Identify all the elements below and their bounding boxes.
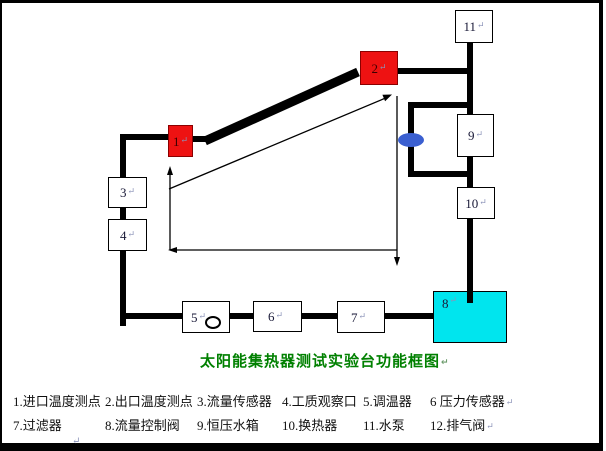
- return-mark: ↵: [449, 295, 458, 305]
- pressure-sensor-box-6: 6↵: [253, 301, 302, 332]
- return-mark: ↵: [378, 61, 387, 72]
- annotation-arrowhead-left: [168, 247, 177, 253]
- annotation-arrowhead-upright: [382, 94, 392, 102]
- return-mark: ↵: [476, 20, 485, 30]
- constant-pressure-tank-box-9: 9↵: [457, 114, 494, 157]
- legend-item-9: 9.恒压水箱: [197, 418, 259, 433]
- legend-item-8: 8.流量控制阀: [105, 418, 180, 433]
- thermostat-box-5: 5↵: [182, 301, 230, 333]
- box-8-number: 8: [442, 296, 449, 311]
- box-1-number: 1: [172, 133, 180, 149]
- heat-exchanger-box-10: 10↵: [457, 187, 495, 219]
- legend-item-3: 3.流量传感器: [197, 394, 272, 409]
- return-mark: ↵: [275, 310, 284, 320]
- box-7-number: 7: [351, 309, 358, 325]
- box-9-number: 9: [467, 128, 475, 143]
- legend-item-7: 7.过滤器: [13, 418, 62, 433]
- legend-item-12-text: 12.排气阀: [430, 418, 486, 433]
- return-mark: ↵: [198, 310, 207, 321]
- observation-port-box-4: 4↵: [108, 219, 147, 251]
- flow-sensor-box-3: 3↵: [108, 177, 147, 208]
- return-mark: ↵: [505, 397, 514, 407]
- outlet-temp-point-box-2: 2↵: [360, 51, 398, 85]
- annotation-diagonal-line: [168, 96, 389, 190]
- legend-item-6-text: 6 压力传感器: [430, 394, 505, 409]
- legend-item-2: 2.出口温度测点: [105, 394, 193, 409]
- legend-row-2: 7.过滤器 8.流量控制阀 9.恒压水箱 10.换热器 11.水泵 12.排气阀…: [0, 415, 606, 434]
- box-6-number: 6: [268, 309, 275, 324]
- box-5-number: 5: [191, 309, 198, 325]
- legend-item-10: 10.换热器: [282, 418, 338, 433]
- return-mark: ↵: [127, 186, 136, 196]
- legend-item-12: 12.排气阀↵: [430, 415, 494, 434]
- legend-item-11: 11.水泵: [363, 418, 405, 433]
- return-mark: ↵: [479, 196, 487, 207]
- inlet-temp-point-box-1: 1↵: [168, 125, 193, 157]
- exhaust-valve-ellipse: [398, 133, 424, 147]
- stray-return-mark: ↵: [72, 436, 81, 447]
- legend-item-1: 1.进口温度测点: [13, 394, 101, 409]
- sight-glass-circle: [205, 316, 221, 329]
- box-3-number: 3: [119, 185, 127, 200]
- box-4-number: 4: [119, 227, 127, 243]
- box-10-number: 10: [465, 195, 479, 211]
- legend-item-6: 6 压力传感器↵: [430, 391, 513, 410]
- legend-row-1: 1.进口温度测点 2.出口温度测点 3.流量传感器 4.工质观察口 5.调温器 …: [0, 391, 606, 410]
- return-mark: ↵: [127, 228, 136, 239]
- box-2-number: 2: [371, 60, 378, 76]
- return-mark: ↵: [180, 134, 189, 145]
- filter-box-7: 7↵: [337, 301, 385, 333]
- water-pump-box-11: 11↵: [455, 10, 493, 43]
- return-mark: ↵: [486, 421, 494, 431]
- return-mark: ↵: [475, 129, 484, 139]
- pipe-into-tank-overlap: [467, 291, 473, 303]
- return-mark: ↵: [441, 357, 450, 367]
- box-11-number: 11: [463, 19, 476, 34]
- diagram-title-text: 太阳能集热器测试实验台功能框图: [200, 353, 441, 370]
- legend-item-4: 4.工质观察口: [282, 394, 357, 409]
- annotation-arrowhead-down: [394, 257, 400, 266]
- solar-collector-pipe-diagonal: [203, 67, 360, 146]
- annotation-arrowhead-up: [167, 166, 173, 175]
- diagram-title: 太阳能集热器测试实验台功能框图↵: [200, 350, 460, 371]
- legend-item-5: 5.调温器: [363, 394, 412, 409]
- return-mark: ↵: [358, 310, 367, 321]
